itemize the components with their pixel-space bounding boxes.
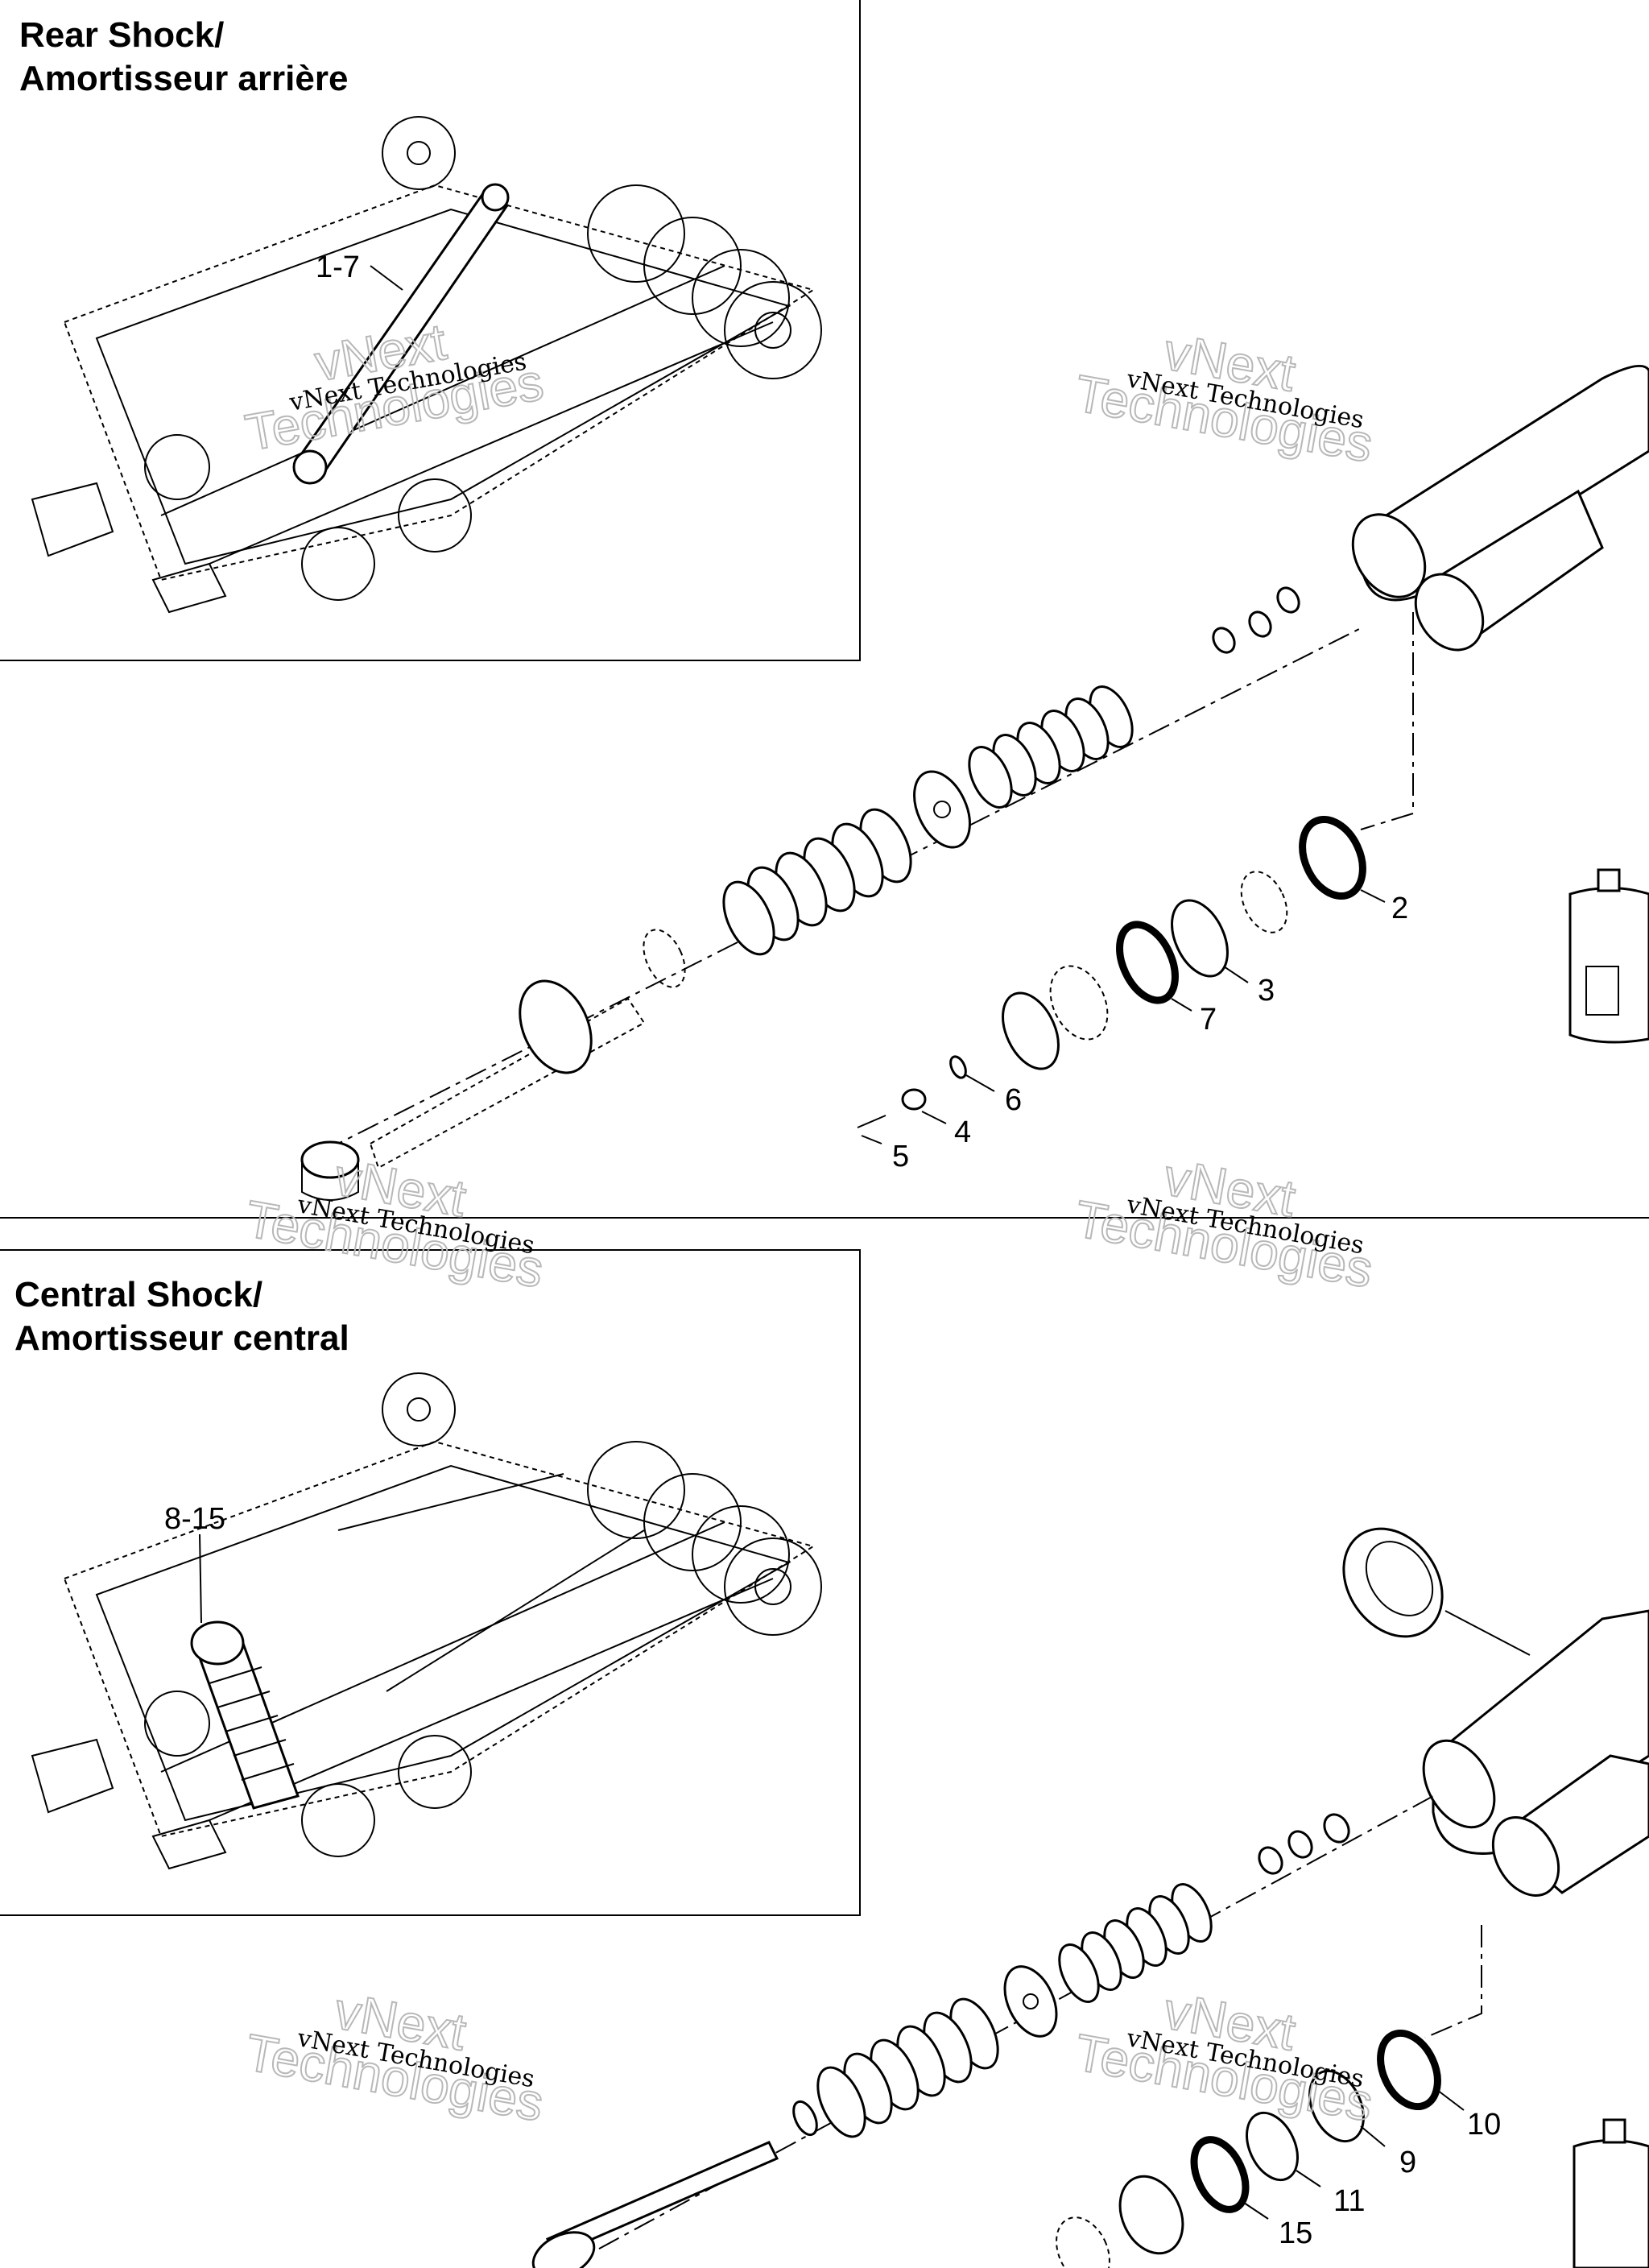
watermark: vNext Technologies vNext Technologies — [1070, 1147, 1378, 1299]
central-suspension-overview-illustration — [31, 1372, 822, 1870]
rear-overview-callout-1-7: 1-7 — [316, 250, 360, 284]
central-shock-section: Central Shock/ Amortisseur central — [0, 1249, 1649, 2268]
central-shock-title-line1: Central Shock/ — [14, 1275, 262, 1314]
central-callout-10: 10 — [1467, 2108, 1501, 2142]
rear-callout-7: 7 — [1200, 1003, 1217, 1037]
rear-callout-3: 3 — [1258, 974, 1275, 1008]
rear-lower-spring-stack — [722, 808, 912, 956]
rear-upper-spring-stack — [968, 685, 1134, 809]
rear-suspension-overview-illustration — [31, 116, 822, 614]
rear-shock-section: Rear Shock/ Amortisseur arrière — [0, 0, 1649, 1219]
watermark: vNext Technologies vNext Technologies — [1070, 321, 1378, 474]
watermark-group: vNext Technologies vNext Technologies vN… — [241, 312, 1378, 2133]
watermark: vNext Technologies vNext Technologies — [241, 1980, 548, 2133]
watermark: vNext Technologies vNext Technologies — [1070, 1980, 1378, 2133]
rear-overview-frame — [0, 0, 861, 661]
watermark: vNext Technologies vNext Technologies — [241, 1147, 548, 1299]
central-upper-spring-stack — [1058, 1883, 1213, 2003]
rear-shock-title-line1: Rear Shock/ — [19, 15, 224, 55]
rear-callout-4: 4 — [954, 1115, 971, 1149]
rear-callout-5: 5 — [892, 1140, 909, 1173]
watermark: vNext Technologies vNext Technologies — [241, 312, 548, 463]
central-callout-9: 9 — [1399, 2146, 1416, 2179]
central-lower-spring-stack — [816, 1997, 999, 2138]
central-overview-frame — [0, 1249, 861, 1916]
rear-shock-exploded-view — [300, 364, 1649, 1201]
central-overview-callout-8-15: 8-15 — [164, 1502, 225, 1536]
central-shock-title-line2: Amortisseur central — [14, 1318, 349, 1358]
central-callout-15: 15 — [1279, 2216, 1312, 2250]
central-callout-11: 11 — [1333, 2184, 1365, 2218]
central-shock-exploded-view — [531, 1527, 1649, 2268]
rear-callout-6: 6 — [1005, 1083, 1022, 1117]
rear-callout-2: 2 — [1391, 892, 1408, 925]
rear-shock-title-line2: Amortisseur arrière — [19, 59, 348, 98]
